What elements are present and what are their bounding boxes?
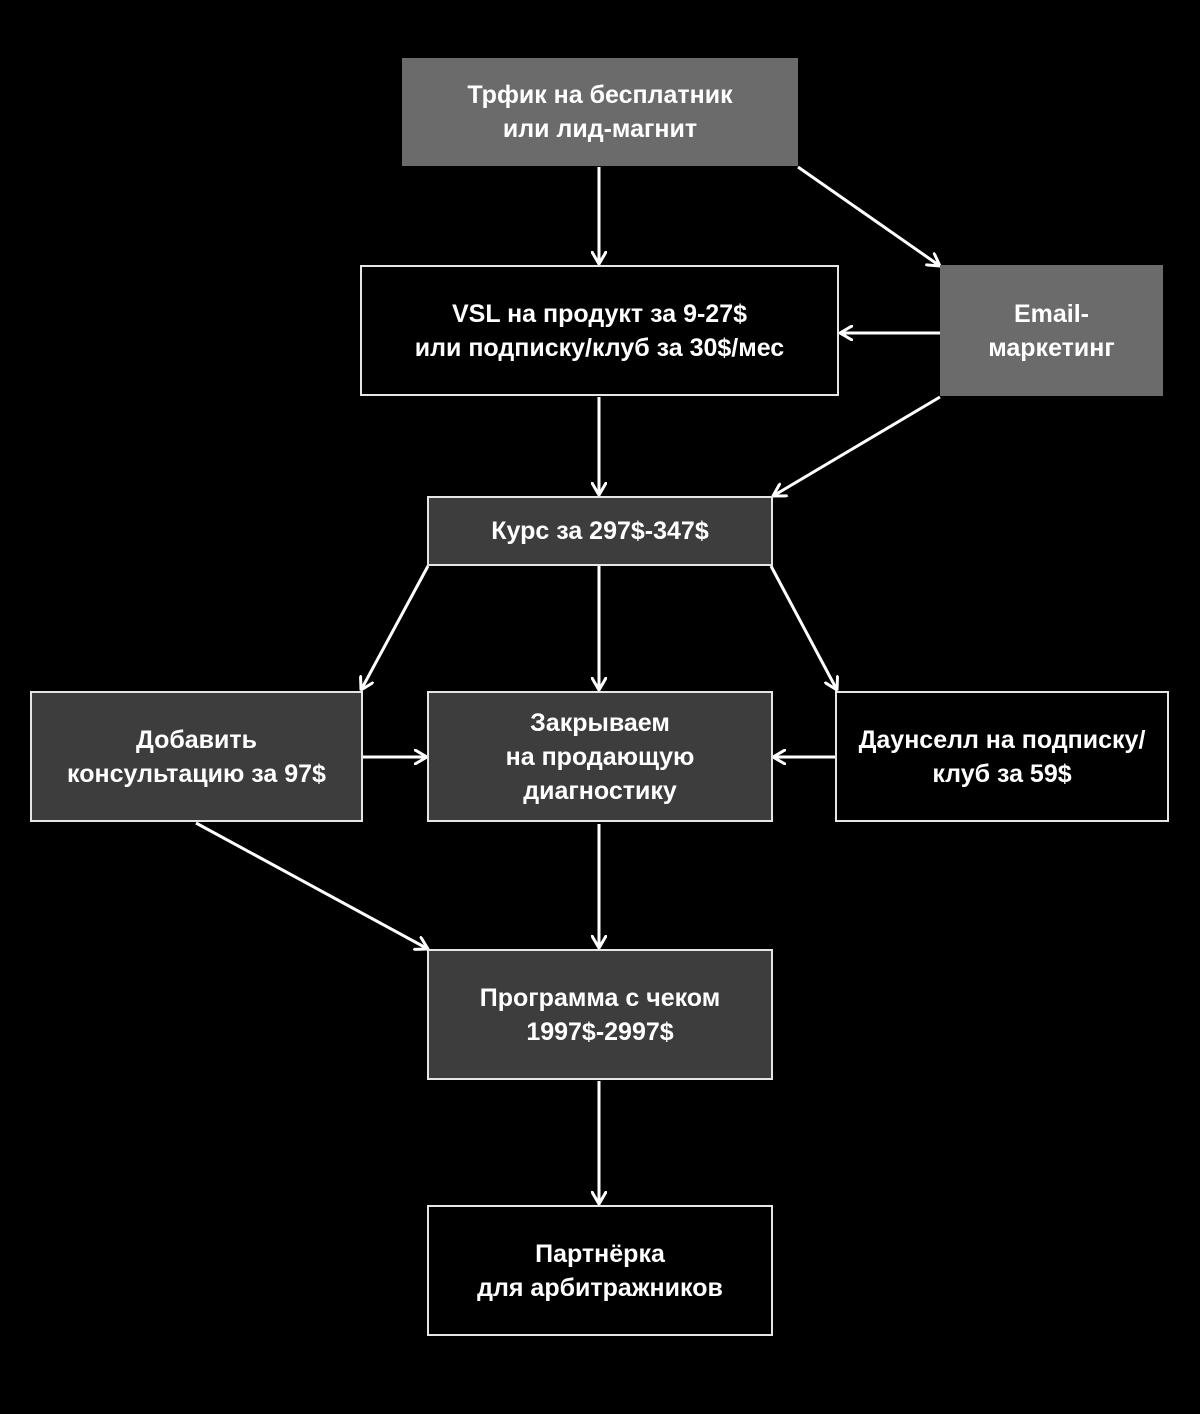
- node-partner: Партнёрка для арбитражников: [427, 1205, 773, 1336]
- node-traffic-label: Трфик на бесплатник или лид-магнит: [467, 81, 733, 143]
- edge-course-to-downsell: [769, 565, 837, 690]
- node-consultation: Добавить консультацию за 97$: [30, 691, 363, 822]
- edge-consult-to-program: [195, 821, 428, 949]
- edge-traffic-to-email: [797, 165, 940, 266]
- node-email-marketing: Email- маркетинг: [940, 265, 1163, 396]
- node-traffic: Трфик на бесплатник или лид-магнит: [402, 58, 798, 166]
- node-program: Программа с чеком 1997$-2997$: [427, 949, 773, 1080]
- node-diagnostics: Закрываем на продающую диагностику: [427, 691, 773, 822]
- edge-email-to-course: [773, 395, 941, 496]
- edge-course-to-consult: [361, 565, 430, 690]
- node-vsl: VSL на продукт за 9-27$ или подписку/клу…: [360, 265, 839, 396]
- node-consultation-label: Добавить консультацию за 97$: [67, 725, 326, 788]
- node-downsell-label: Даунселл на подписку/ клуб за 59$: [858, 725, 1146, 788]
- node-partner-label: Партнёрка для арбитражников: [477, 1239, 723, 1302]
- node-downsell: Даунселл на подписку/ клуб за 59$: [835, 691, 1169, 822]
- node-vsl-label: VSL на продукт за 9-27$ или подписку/клу…: [414, 299, 785, 362]
- node-email-marketing-label: Email- маркетинг: [988, 299, 1115, 362]
- node-program-label: Программа с чеком 1997$-2997$: [479, 983, 721, 1046]
- node-diagnostics-label: Закрываем на продающую диагностику: [505, 708, 695, 805]
- node-course-label: Курс за 297$-347$: [491, 517, 709, 545]
- node-course: Курс за 297$-347$: [427, 496, 773, 566]
